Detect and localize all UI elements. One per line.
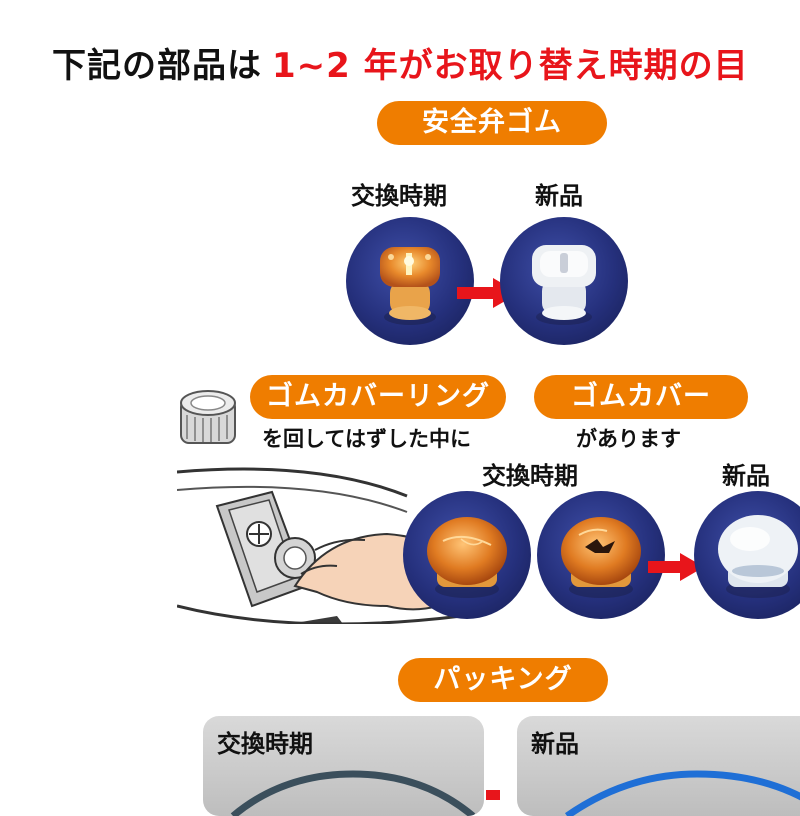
valve-new-label: 新品: [535, 182, 583, 210]
ring-cap-illustration: [175, 385, 241, 455]
packing-old-panel: 交換時期: [203, 716, 484, 816]
cover-new-label: 新品: [722, 462, 770, 490]
headline-red: 1~2 年がお取り替え時期の目: [272, 46, 749, 86]
cover-old-photo-2: [537, 491, 665, 619]
cover-old-photo-1: [403, 491, 531, 619]
packing-title: パッキング: [398, 658, 608, 702]
packing-new-label: 新品: [531, 730, 579, 758]
arrow-right-icon: [648, 553, 704, 581]
cover-new-photo: [694, 491, 800, 619]
cover-note: があります: [576, 427, 681, 451]
packing-old-label: 交換時期: [217, 730, 313, 758]
cover-title: ゴムカバー: [534, 375, 748, 419]
ring-title: ゴムカバーリング: [250, 375, 506, 419]
headline-black: 下記の部品は: [52, 46, 262, 86]
valve-old-photo: [346, 217, 474, 345]
valve-new-photo: [500, 217, 628, 345]
ring-note: を回してはずした中に: [262, 427, 471, 451]
arrow-right-icon: [486, 790, 500, 800]
valve-old-label: 交換時期: [351, 182, 447, 210]
cover-old-label: 交換時期: [482, 462, 578, 490]
valve-rubber-title: 安全弁ゴム: [377, 101, 607, 145]
packing-new-panel: 新品: [517, 716, 800, 816]
